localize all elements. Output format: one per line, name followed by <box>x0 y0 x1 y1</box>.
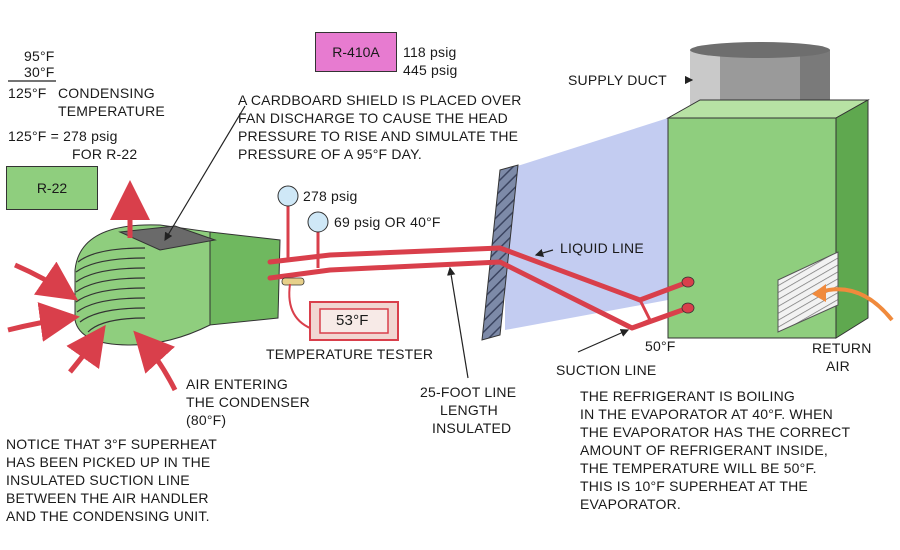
tester-reading: 53°F <box>336 312 369 329</box>
condensing-label-1: CONDENSING <box>58 85 155 101</box>
temperature-tester-label: TEMPERATURE TESTER <box>266 346 434 362</box>
air-entering-2: THE CONDENSER <box>186 394 310 410</box>
evaporator-note-1: THE REFRIGERANT IS BOILING <box>580 388 795 404</box>
line-length-1: 25-FOOT LINE <box>420 384 517 400</box>
air-handler <box>666 99 870 339</box>
superheat-note-3: INSULATED SUCTION LINE <box>6 472 190 488</box>
return-air-label-1: RETURN <box>812 340 872 356</box>
r22-label: R-22 <box>6 166 98 210</box>
gauge-high-reading: 278 psig <box>303 188 358 204</box>
evaporator-note-2: IN THE EVAPORATOR AT 40°F. WHEN <box>580 406 833 422</box>
r410a-pressure-high: 445 psig <box>403 62 458 78</box>
condensing-unit <box>74 224 281 346</box>
superheat-note-1: NOTICE THAT 3°F SUPERHEAT <box>6 436 218 452</box>
evaporator-note-5: THE TEMPERATURE WILL BE 50°F. <box>580 460 817 476</box>
evaporator-note-3: THE EVAPORATOR HAS THE CORRECT <box>580 424 851 440</box>
line-length-3: INSULATED <box>432 420 512 436</box>
shield-note-3: PRESSURE TO RISE AND SIMULATE THE <box>238 128 519 144</box>
suction-line-label: SUCTION LINE <box>556 362 657 378</box>
superheat-note-2: HAS BEEN PICKED UP IN THE <box>6 454 211 470</box>
calc-equivalence-1: 125°F = 278 psig <box>8 128 118 144</box>
r410a-label: R-410A <box>315 32 397 72</box>
calc-equivalence-2: FOR R-22 <box>72 146 138 162</box>
shield-note-2: FAN DISCHARGE TO CAUSE THE HEAD <box>238 110 508 126</box>
evaporator-note-7: EVAPORATOR. <box>580 496 681 512</box>
return-air-label-2: AIR <box>826 358 850 374</box>
calc-line-2: 30°F <box>24 64 55 80</box>
wall <box>481 164 519 341</box>
superheat-note-5: AND THE CONDENSING UNIT. <box>6 508 210 524</box>
superheat-note-4: BETWEEN THE AIR HANDLER <box>6 490 209 506</box>
suction-temp: 50°F <box>645 338 676 354</box>
evaporator-note-4: AMOUNT OF REFRIGERANT INSIDE, <box>580 442 828 458</box>
r410a-pressure-low: 118 psig <box>403 44 457 60</box>
gauge-low-dial <box>307 211 329 233</box>
shield-note-1: A CARDBOARD SHIELD IS PLACED OVER <box>238 92 522 108</box>
condensing-label-2: TEMPERATURE <box>58 103 165 119</box>
airflow-beam <box>505 118 668 330</box>
return-grille <box>777 251 839 333</box>
refrigerant-lines <box>267 245 691 331</box>
supply-duct-label: SUPPLY DUCT <box>568 72 667 88</box>
air-entering-1: AIR ENTERING <box>186 376 288 392</box>
calc-line-3: 125°F <box>8 85 47 101</box>
calc-line-1: 95°F <box>24 48 55 64</box>
air-entering-3: (80°F) <box>186 412 227 428</box>
gauge-high-dial <box>277 185 299 207</box>
shield-note-4: PRESSURE OF A 95°F DAY. <box>238 146 422 162</box>
return-air-arrow <box>819 287 894 322</box>
liquid-line-path <box>267 245 691 303</box>
evaporator-note-6: THIS IS 10°F SUPERHEAT AT THE <box>580 478 808 494</box>
liquid-line-label: LIQUID LINE <box>560 240 644 256</box>
temperature-probe <box>281 277 305 286</box>
gauge-low-reading: 69 psig OR 40°F <box>334 214 441 230</box>
line-length-2: LENGTH <box>440 402 498 418</box>
